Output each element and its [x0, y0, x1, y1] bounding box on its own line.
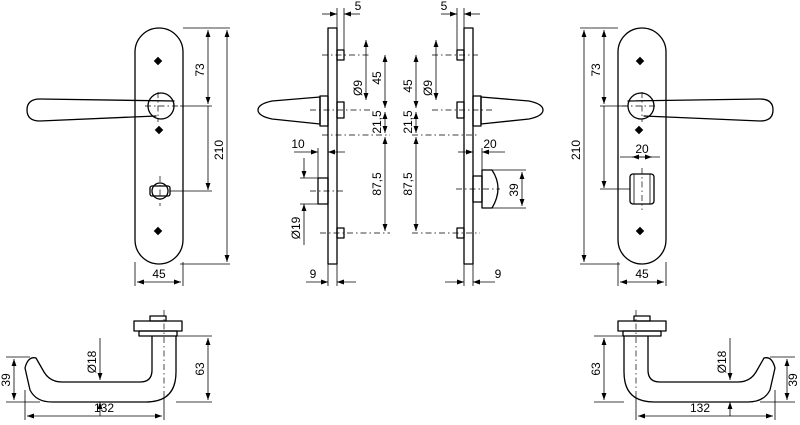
handle-u-outline: [623, 335, 776, 403]
front-view-right: 73 210 20 45: [569, 27, 774, 286]
lever-handle-outline: [26, 98, 175, 122]
dim-132-label: 132: [94, 401, 114, 415]
screw-hole-icon: [153, 226, 163, 236]
dim-45-label: 45: [152, 267, 166, 281]
dim-132-right-label: 132: [690, 401, 710, 415]
dim-9-label: 9: [310, 267, 317, 281]
backplate-outline: [617, 27, 667, 265]
dim-d18-right-label: Ø18: [715, 350, 729, 373]
backplate-outline: [134, 27, 184, 265]
dim-63-right-label: 63: [589, 362, 603, 376]
dim-21-5-right-label: 21,5: [401, 110, 415, 134]
screw-hole-icon: [634, 125, 644, 135]
plate-side-outline: [463, 27, 474, 265]
dim-d9-right-label: Ø9: [421, 80, 435, 96]
dim-39-right-label: 39: [507, 183, 521, 197]
dim-87-5-right-label: 87,5: [401, 172, 415, 196]
handle-plan-left: Ø18 63 39 132: [0, 310, 212, 420]
dim-9-right-label: 9: [495, 267, 502, 281]
dim-d9-label: Ø9: [351, 80, 365, 96]
dim-87-5-label: 87,5: [370, 172, 384, 196]
dim-39-label: 39: [0, 373, 13, 387]
plate-side-outline: [327, 27, 338, 265]
side-view-right: 5 45 Ø9 21,5 87,5 20 39 9: [401, 0, 544, 286]
side-view-left: 5 Ø9 45 21,5 87,5 10 Ø19 9: [257, 0, 390, 286]
dim-10-label: 10: [291, 137, 305, 151]
lever-handle-outline: [627, 98, 774, 122]
screw-hole-icon: [635, 56, 645, 66]
dim-73-label: 73: [193, 63, 207, 77]
dim-73-right-label: 73: [589, 63, 603, 77]
dim-45-side-label: 45: [370, 71, 384, 85]
dim-45-right-front-label: 45: [635, 267, 649, 281]
dim-20-right-label: 20: [483, 137, 497, 151]
dim-39-right-handle-label: 39: [786, 373, 800, 387]
rose-top-outline: [617, 320, 667, 332]
dim-45-right-label: 45: [401, 79, 415, 93]
handle-plan-right: Ø18 63 39 132: [589, 310, 800, 420]
lever-side-outline: [480, 96, 544, 125]
rose-top-outline: [133, 320, 183, 332]
screw-hole-icon: [154, 125, 164, 135]
front-view-left: 73 210 45: [26, 27, 230, 286]
dim-20-front-label: 20: [635, 142, 649, 156]
dim-210-right-label: 210: [569, 140, 583, 160]
screw-hole-icon: [153, 56, 163, 66]
dim-63-label: 63: [193, 362, 207, 376]
dim-21-5-label: 21,5: [370, 110, 384, 134]
dim-5-label: 5: [355, 0, 362, 13]
screw-hole-icon: [635, 226, 645, 236]
dim-5-right-label: 5: [441, 0, 448, 13]
dim-d18-label: Ø18: [85, 350, 99, 373]
handle-u-outline: [24, 335, 177, 403]
lever-side-outline: [257, 96, 321, 125]
dim-210-label: 210: [212, 140, 226, 160]
dim-d19-label: Ø19: [289, 216, 303, 239]
